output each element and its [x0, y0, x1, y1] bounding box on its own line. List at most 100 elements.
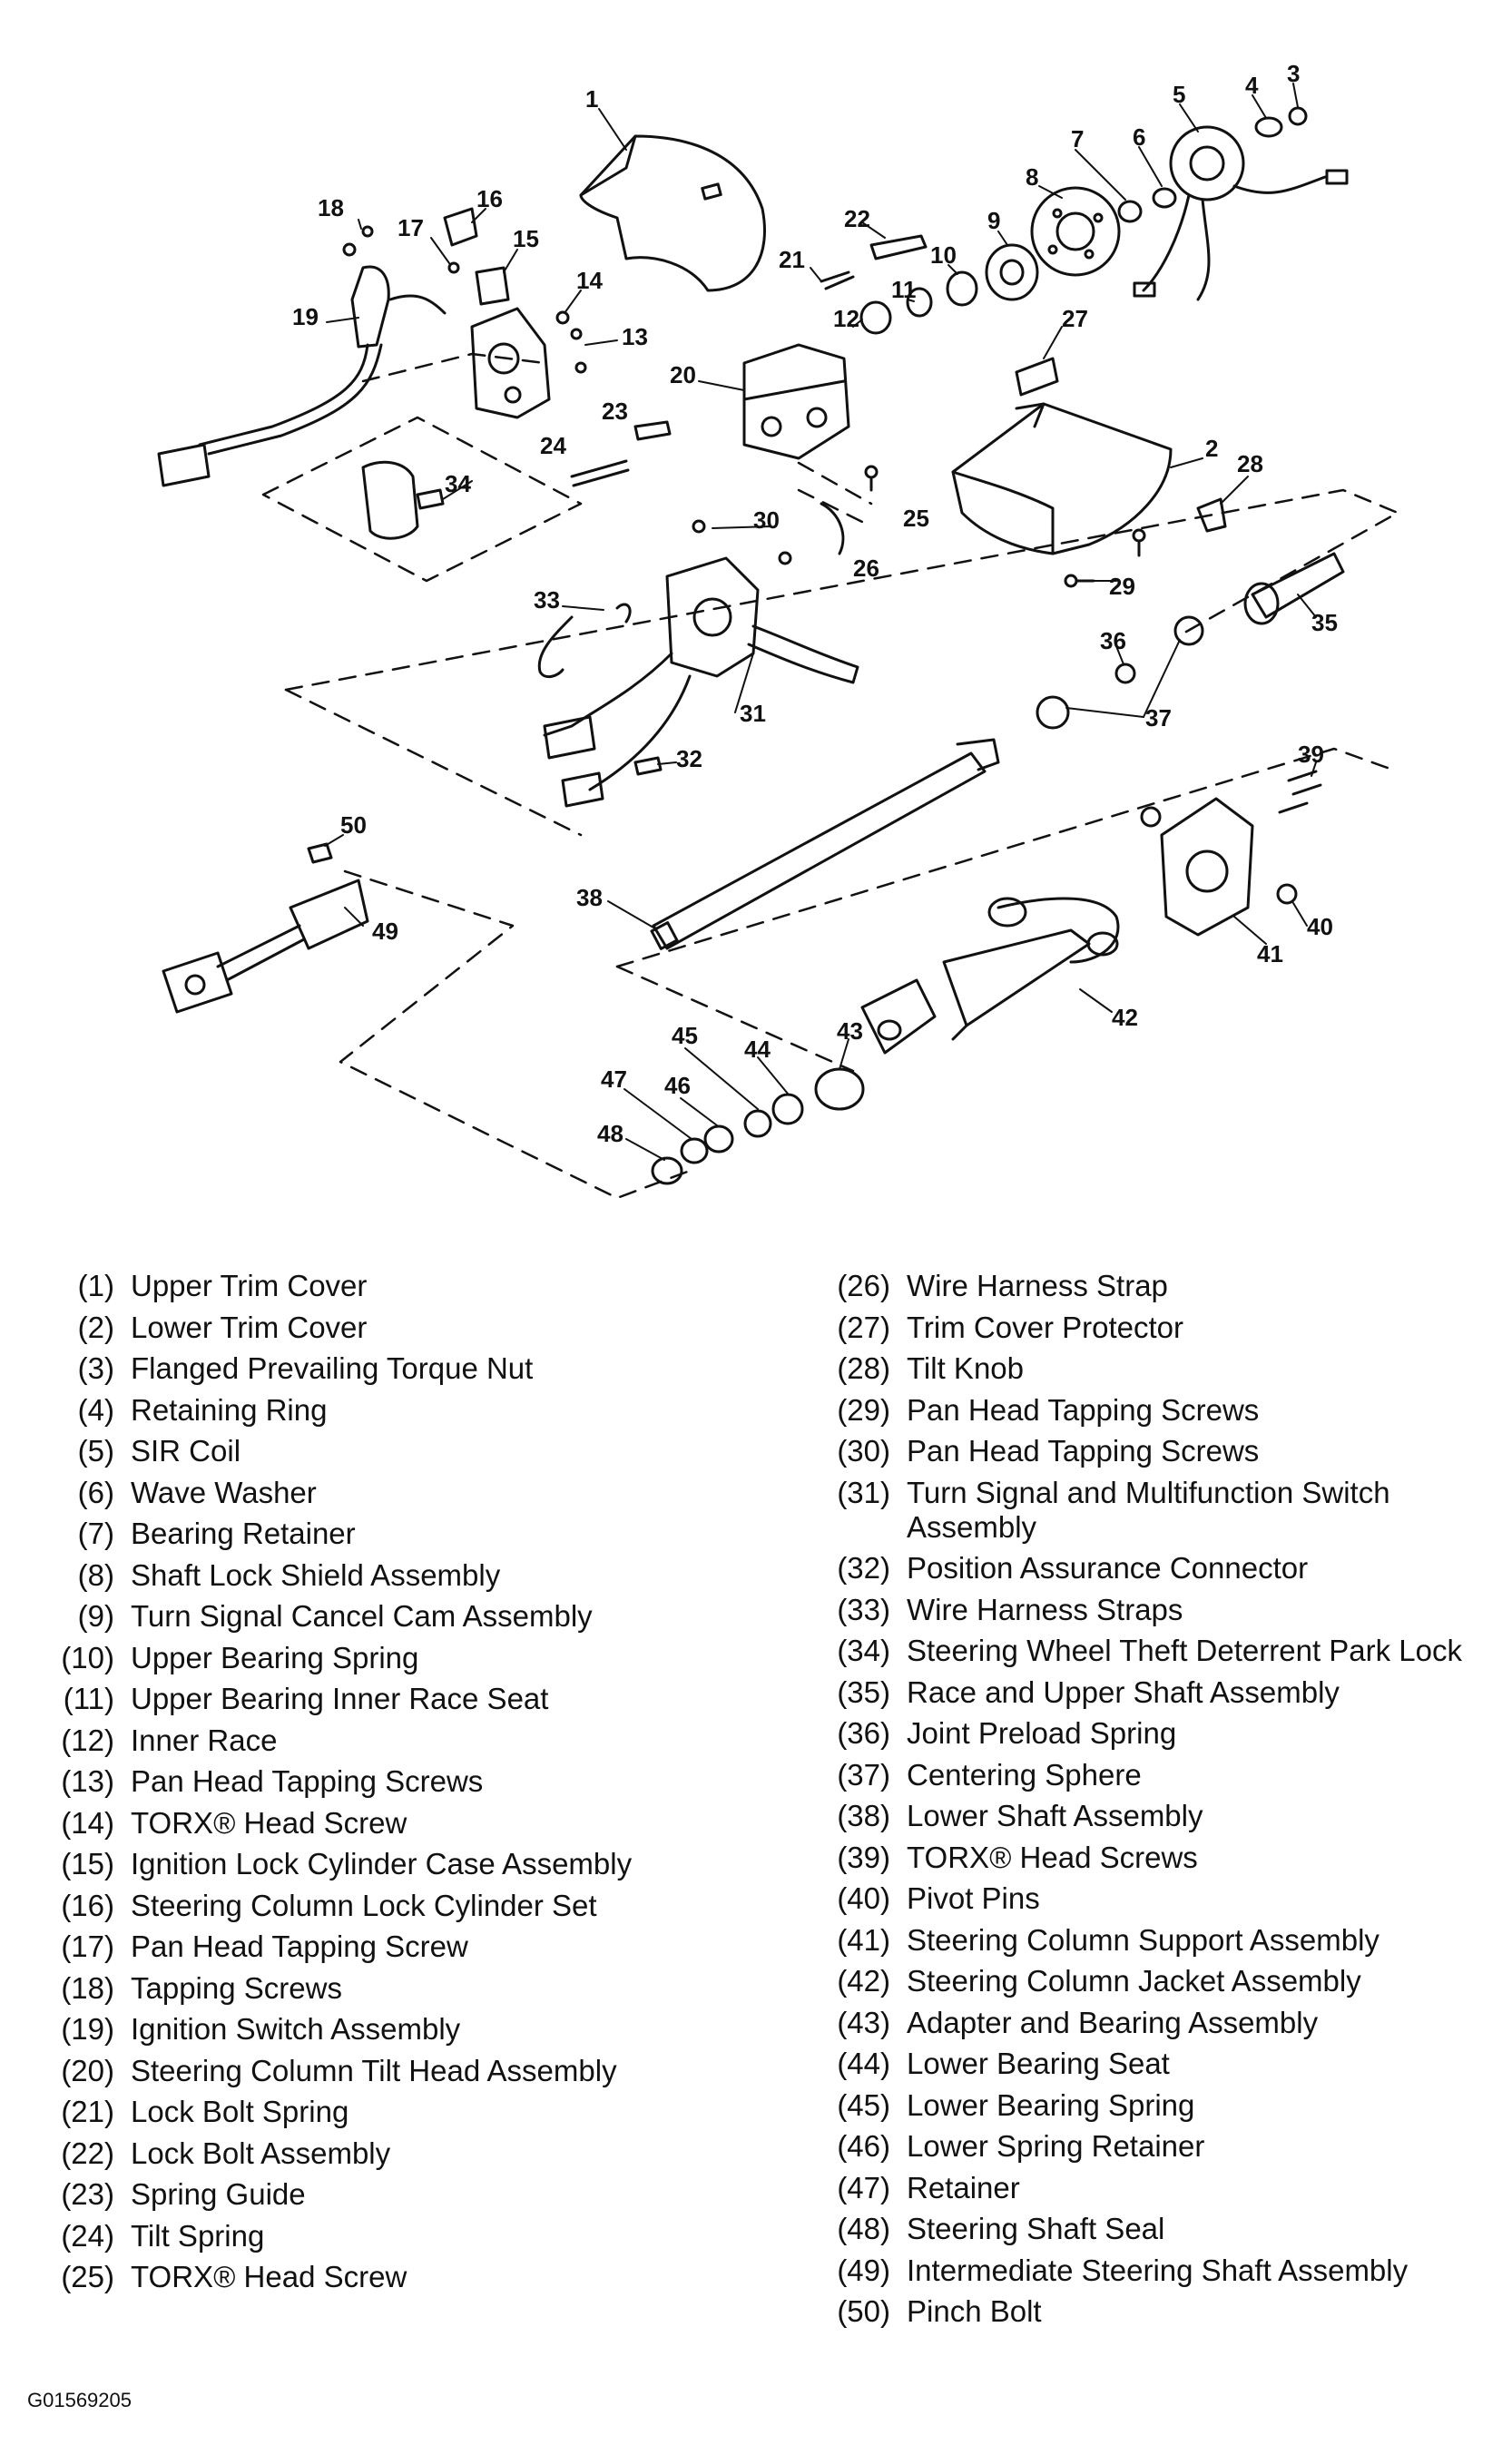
callout-10: 10	[930, 241, 957, 269]
legend-label: Lock Bolt Spring	[131, 2095, 349, 2128]
callout-18: 18	[318, 194, 344, 221]
legend-number: (21)	[61, 2095, 114, 2128]
pan-head-screws-29	[1064, 528, 1146, 588]
callout-46: 46	[664, 1072, 691, 1099]
upper-trim-cover	[579, 134, 766, 292]
legend-number: (42)	[837, 1964, 890, 1998]
tilt-head-assembly	[742, 343, 850, 460]
legend-item: (39)TORX® Head Screws	[803, 1841, 1507, 1875]
callout-50: 50	[340, 811, 367, 839]
legend-item: (49) Intermediate Steering Shaft Assembly	[803, 2254, 1507, 2288]
legend-number: (16)	[61, 1888, 114, 1922]
legend-label: TORX® Head Screw	[131, 2260, 407, 2293]
legend-number: (17)	[61, 1929, 114, 1963]
callout-11: 11	[891, 276, 917, 303]
legend-item: (11)Upper Bearing Inner Race Seat	[27, 1682, 753, 1716]
lower-shaft	[650, 738, 1000, 950]
legend-item: (44)Lower Bearing Seat	[803, 2047, 1507, 2081]
legend-label: Turn Signal Cancel Cam Assembly	[131, 1599, 593, 1633]
legend-right-column: (26)Wire Harness Strap(27)Trim Cover Pro…	[803, 1269, 1507, 2336]
legend-label: Wire Harness Straps	[907, 1592, 1183, 1626]
legend-label: Lower Spring Retainer	[907, 2129, 1205, 2163]
callout-numbers: 1 2 3 4 5 6 7 8 9 10 11 12 13 14 15 16 1…	[292, 60, 1338, 1147]
legend-label: Intermediate Steering Shaft Assembly	[907, 2253, 1409, 2287]
legend-number: (18)	[61, 1970, 114, 2005]
callout-40: 40	[1307, 913, 1333, 940]
legend-item: (43)Adapter and Bearing Assembly	[803, 2006, 1507, 2040]
legend-item: (38) Lower Shaft Assembly	[803, 1799, 1507, 1833]
legend-item: (15)Ignition Lock Cylinder Case Assembly	[27, 1847, 753, 1881]
column-jacket	[860, 897, 1120, 1055]
legend-item: (31)Turn Signal and Multifunction Switch…	[803, 1476, 1507, 1545]
legend-label: Pan Head Tapping Screws	[131, 1764, 484, 1798]
legend-number: (47)	[837, 2170, 890, 2204]
callout-48: 48	[597, 1120, 623, 1147]
legend-label: Steering Column Lock Cylinder Set	[131, 1888, 597, 1922]
legend-number: (5)	[77, 1434, 114, 1468]
legend-number: (45)	[837, 2087, 890, 2122]
legend-item: (2)Lower Trim Cover	[27, 1311, 753, 1345]
callout-44: 44	[744, 1036, 771, 1063]
legend-number: (11)	[63, 1682, 114, 1715]
sir-coil	[1133, 106, 1349, 301]
callout-16: 16	[476, 185, 503, 212]
legend-label: Flanged Prevailing Torque Nut	[131, 1351, 534, 1385]
legend-number: (38)	[837, 1799, 890, 1832]
callout-27: 27	[1062, 305, 1088, 332]
callout-29: 29	[1109, 573, 1135, 600]
callout-39: 39	[1298, 741, 1324, 768]
callout-2: 2	[1205, 435, 1218, 462]
legend-label: Inner Race	[131, 1723, 278, 1757]
legend-item: (18)Tapping Screws	[27, 1971, 753, 2006]
legend-item: (6)Wave Washer	[27, 1476, 753, 1510]
legend-item: (7)Bearing Retainer	[27, 1517, 753, 1551]
callout-43: 43	[837, 1017, 863, 1045]
legend-number: (15)	[61, 1847, 114, 1880]
callout-28: 28	[1237, 450, 1263, 477]
callout-37: 37	[1145, 704, 1172, 732]
callout-3: 3	[1287, 60, 1300, 87]
upper-shaft	[1243, 552, 1345, 625]
trim-cover-protector	[1015, 357, 1059, 397]
legend-number: (49)	[837, 2253, 890, 2287]
legend-item: (23)Spring Guide	[27, 2177, 753, 2212]
callout-49: 49	[372, 918, 398, 945]
callout-33: 33	[534, 586, 560, 614]
legend-number: (8)	[77, 1557, 114, 1592]
legend-number: (50)	[837, 2294, 890, 2328]
legend-label: Lower Shaft Assembly	[907, 1799, 1203, 1832]
legend-number: (9)	[77, 1599, 114, 1633]
multifunction-switch	[537, 519, 859, 808]
legend-label: Pan Head Tapping Screws	[907, 1434, 1260, 1468]
legend-number: (25)	[61, 2260, 114, 2293]
callout-45: 45	[672, 1022, 698, 1049]
callout-32: 32	[676, 745, 702, 772]
intermediate-shaft	[162, 842, 369, 1014]
legend-label: Pan Head Tapping Screw	[131, 1929, 468, 1963]
callout-14: 14	[576, 267, 603, 294]
legend-label: TORX® Head Screws	[907, 1840, 1198, 1874]
legend-number: (10)	[61, 1640, 114, 1674]
legend-item: (16) Steering Column Lock Cylinder Set	[27, 1889, 753, 1923]
callout-22: 22	[844, 205, 870, 232]
bearing-retainer	[1117, 187, 1177, 223]
lock-bolt	[820, 234, 928, 290]
legend-item: (33)Wire Harness Straps	[803, 1593, 1507, 1627]
legend-item: (47)Retainer	[803, 2171, 1507, 2205]
callout-26: 26	[853, 555, 879, 582]
legend-label: Steering Shaft Seal	[907, 2212, 1165, 2245]
legend-item: (1)Upper Trim Cover	[27, 1269, 753, 1303]
legend-item: (4)Retaining Ring	[27, 1393, 753, 1428]
legend-item: (20)Steering Column Tilt Head Assembly	[27, 2054, 753, 2088]
legend-number: (22)	[61, 2136, 114, 2170]
callout-7: 7	[1071, 125, 1084, 152]
legend-label: Joint Preload Spring	[907, 1716, 1177, 1750]
legend-label: Ignition Switch Assembly	[131, 2012, 461, 2046]
legend-item: (10)Upper Bearing Spring	[27, 1641, 753, 1675]
legend-number: (46)	[837, 2129, 890, 2163]
callout-13: 13	[622, 323, 648, 350]
callout-34: 34	[445, 470, 471, 497]
legend-item: (13)Pan Head Tapping Screws	[27, 1764, 753, 1799]
callout-leaders	[324, 83, 1317, 1161]
callout-47: 47	[601, 1065, 627, 1093]
